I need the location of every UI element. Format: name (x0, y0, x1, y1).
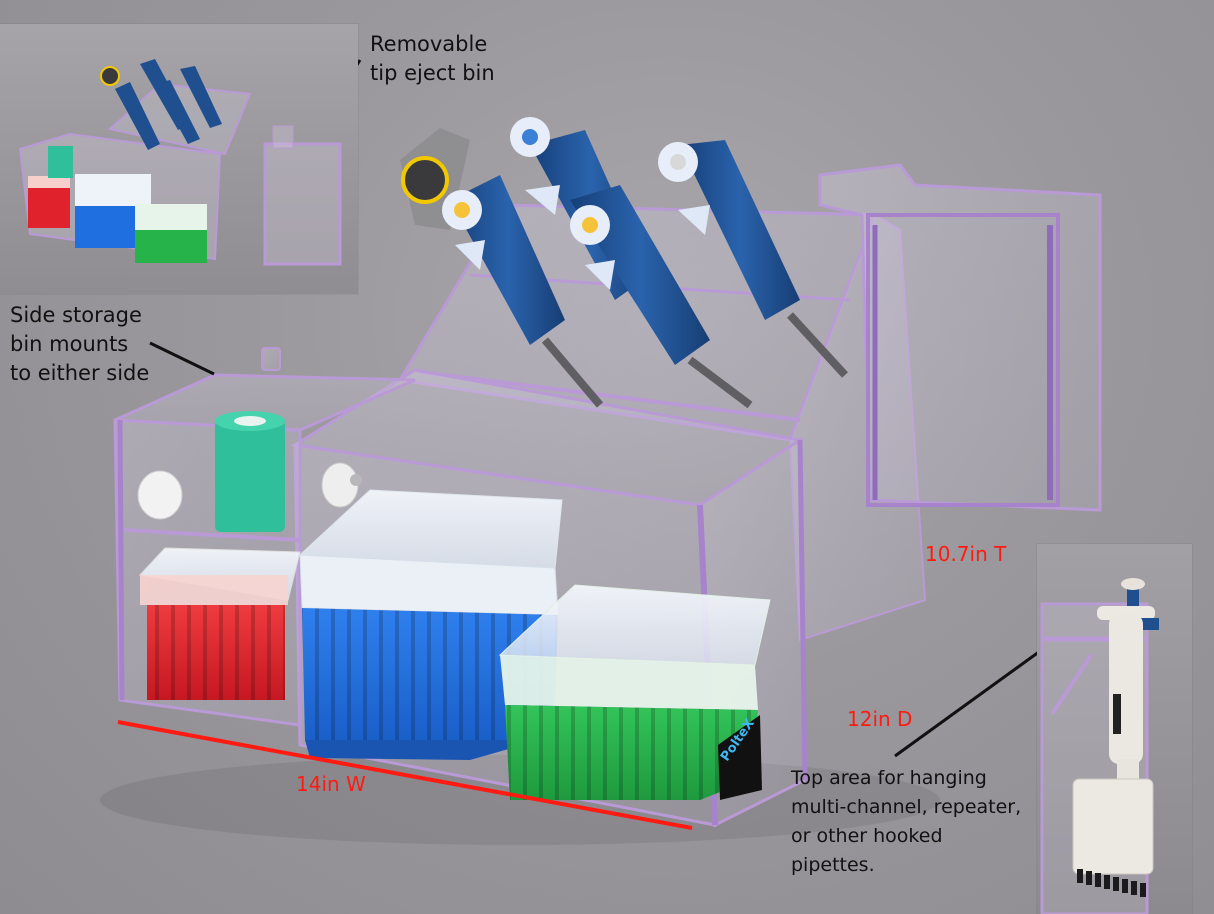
dimension-width-label: 14in W (296, 772, 366, 796)
pipette-3 (570, 185, 753, 409)
inset-multichannel-illustration (1040, 578, 1159, 914)
callout-top-hanging-area: Top area for hanging multi-channel, repe… (791, 767, 1022, 876)
pipette-1 (400, 128, 604, 408)
pipette-4 (658, 140, 848, 378)
inset-multichannel-pipette (1037, 544, 1192, 914)
svg-text:PolteX: PolteX (718, 716, 758, 764)
inset-illustration (18, 59, 342, 266)
dimension-depth-label: 12in D (847, 707, 913, 731)
dimension-height-label: 10.7in T (925, 542, 1007, 566)
pipette-2 (510, 117, 650, 300)
callout-side-storage-bin: Side storage bin mounts to either side (10, 303, 150, 385)
callout-tip-eject-bin: Removable tip eject bin (370, 32, 495, 85)
inset-tip-bin-removed (0, 24, 358, 294)
